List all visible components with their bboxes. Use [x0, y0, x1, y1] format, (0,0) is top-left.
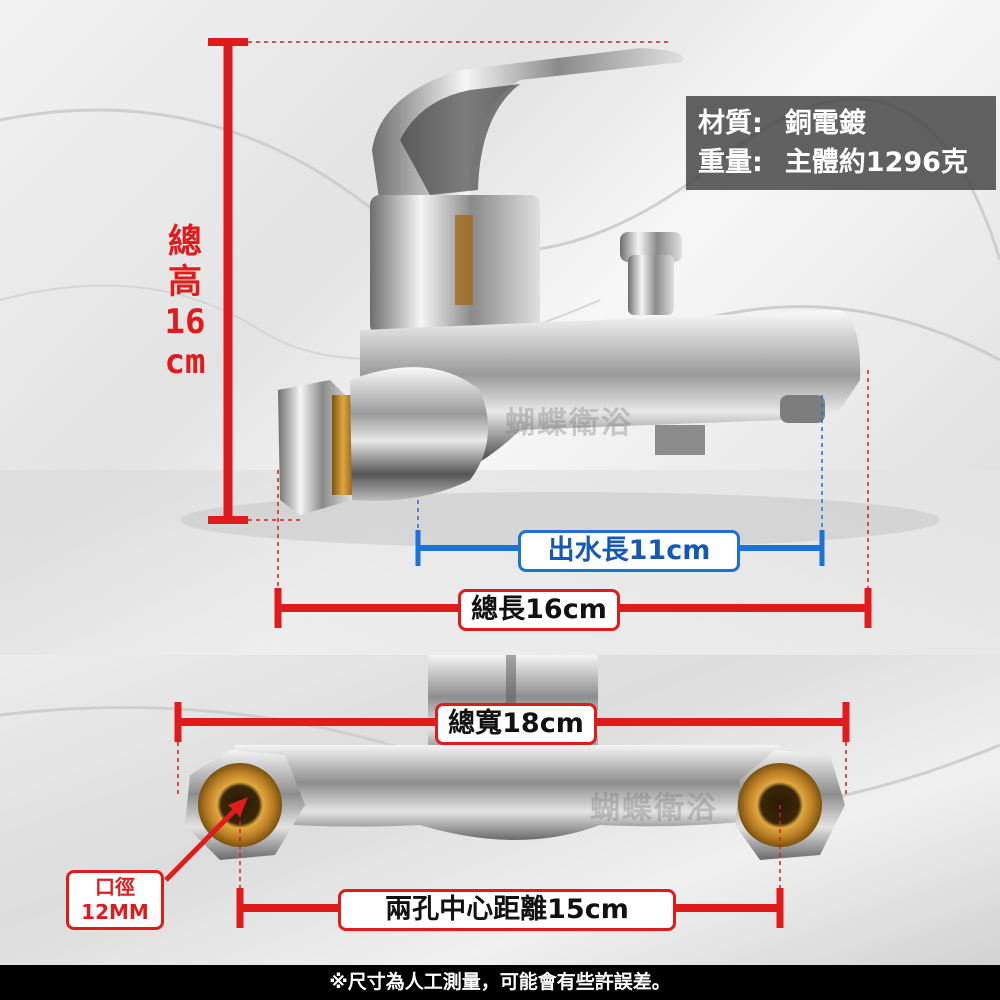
weight-row: 重量: 主體約1296克 — [698, 143, 984, 182]
bottom-view-panel: 蝴蝶衛浴 總寬18cm 兩孔中心距離15cm — [0, 655, 1000, 965]
faucet-side-icon — [0, 38, 1000, 655]
caliber-label: 口徑 12MM — [66, 870, 164, 930]
spec-info-box: 材質: 銅電鍍 重量: 主體約1296克 — [686, 96, 996, 190]
spout-length-label: 出水長11cm — [518, 530, 740, 572]
material-key: 材質: — [698, 108, 763, 139]
watermark-top: 蝴蝶衛浴 — [505, 406, 633, 441]
watermark-bottom: 蝴蝶衛浴 — [590, 791, 718, 826]
total-width-label: 總寬18cm — [435, 703, 597, 745]
material-row: 材質: 銅電鍍 — [698, 104, 984, 143]
total-height-label: 總高16cm — [164, 222, 206, 382]
weight-value: 主體約1296克 — [784, 147, 968, 178]
weight-key: 重量: — [698, 147, 763, 178]
material-value: 銅電鍍 — [784, 108, 866, 139]
hole-distance-label: 兩孔中心距離15cm — [338, 889, 676, 931]
footer-note: ※尺寸為人工測量，可能會有些許誤差。 — [0, 965, 1000, 1000]
total-length-label: 總長16cm — [458, 589, 620, 631]
side-view-panel: 蝴蝶衛浴 總高16cm 材質: 銅電鍍 重量: 主體約1296克 出水長11cm 總… — [0, 0, 1000, 655]
